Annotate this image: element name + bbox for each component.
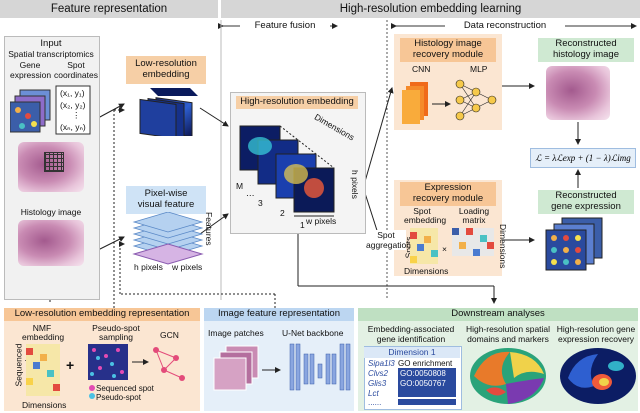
go-term-4: [398, 399, 456, 405]
bottom-right-title: Downstream analyses: [358, 308, 638, 321]
input-gene-expression-stack: [10, 85, 91, 135]
highres-tick-3: 3: [258, 198, 263, 208]
go-enrichment-title: GO enrichment: [398, 359, 453, 368]
header-feature-representation: Feature representation: [0, 0, 218, 18]
legend-pseudo-spot: Pseudo-spot: [96, 393, 141, 402]
highres-h-label: h pixels: [350, 170, 360, 199]
spatial-transcriptomics-label: Spatial transcriptomics: [8, 49, 94, 59]
tissue-grid-overlay: [44, 152, 64, 172]
plus-sign: +: [66, 357, 75, 373]
expression-matrices: [410, 228, 494, 264]
gene-more: ......: [368, 398, 382, 407]
header-high-res-learning: High-resolution embedding learning: [221, 0, 640, 18]
go-term-1: GO:0050808: [398, 368, 456, 379]
bottom-mid-graphics: [213, 343, 351, 391]
lowres-embedding-stack: [139, 88, 198, 136]
highres-w-label: w pixels: [306, 216, 337, 226]
bottom-left-title: Low-resolution embedding representation: [4, 308, 200, 321]
gene-lct: Lct: [368, 389, 379, 398]
input-title: Input: [40, 38, 62, 49]
coord-dots: ⋮: [72, 110, 81, 120]
bottom-mid-title: Image feature representation: [204, 308, 354, 321]
pixel-h-label: h pixels: [134, 262, 163, 272]
times-label: ×: [442, 244, 447, 254]
highres-m-label: M: [236, 181, 244, 191]
input-histology-image: [18, 220, 84, 266]
subheader-feature-fusion: Feature fusion: [240, 20, 330, 31]
cnn-mlp-graphic: [402, 79, 497, 124]
mlp-label: MLP: [470, 64, 488, 74]
highres-embedding-tag: High-resolution embedding: [236, 96, 358, 109]
recon-gene-stack: [545, 217, 603, 271]
gene-glis3: Glis3: [368, 379, 387, 388]
features-label: Features: [204, 212, 214, 246]
unet-label: U-Net backbone: [282, 328, 344, 338]
dimension-title: Dimension 1: [364, 347, 460, 358]
gcn-label: GCN: [160, 330, 179, 340]
loss-formula-box: ℒ = λℒexp + (1 − λ)ℒimg: [530, 148, 636, 168]
cnn-label: CNN: [412, 64, 431, 74]
downstream-maps: [470, 348, 636, 404]
expression-dims-label: Dimensions: [404, 266, 449, 276]
coord-2: (x₂, y₂): [60, 100, 86, 110]
recon-histology-image: [546, 66, 610, 120]
coord-n: (xₙ, yₙ): [60, 122, 86, 132]
nmf-dimensions-label: Dimensions: [22, 400, 67, 410]
legend-sequenced-spot: Sequenced spot: [96, 384, 154, 393]
subheader-data-reconstruction: Data reconstruction: [445, 20, 565, 31]
go-term-2: GO:0050767: [398, 378, 456, 389]
pixelwise-feature-stack: [132, 212, 204, 265]
highres-tick-1: 1: [300, 220, 305, 230]
highres-tick-2: 2: [280, 208, 285, 218]
go-term-3: [398, 389, 456, 397]
pixel-w-label: w pixels: [172, 262, 203, 272]
bottom-left-graphics: [26, 344, 185, 399]
highres-embedding-stack: [239, 125, 335, 217]
gene-sipa1l3: Sipa1l3: [368, 359, 395, 368]
histology-image-label: Histology image: [20, 207, 82, 217]
highres-dots: ⋯: [246, 190, 255, 200]
gene-clvs2: Clvs2: [368, 369, 389, 378]
coord-1: (x₁, y₁): [60, 88, 85, 98]
image-patches-label: Image patches: [208, 328, 264, 338]
